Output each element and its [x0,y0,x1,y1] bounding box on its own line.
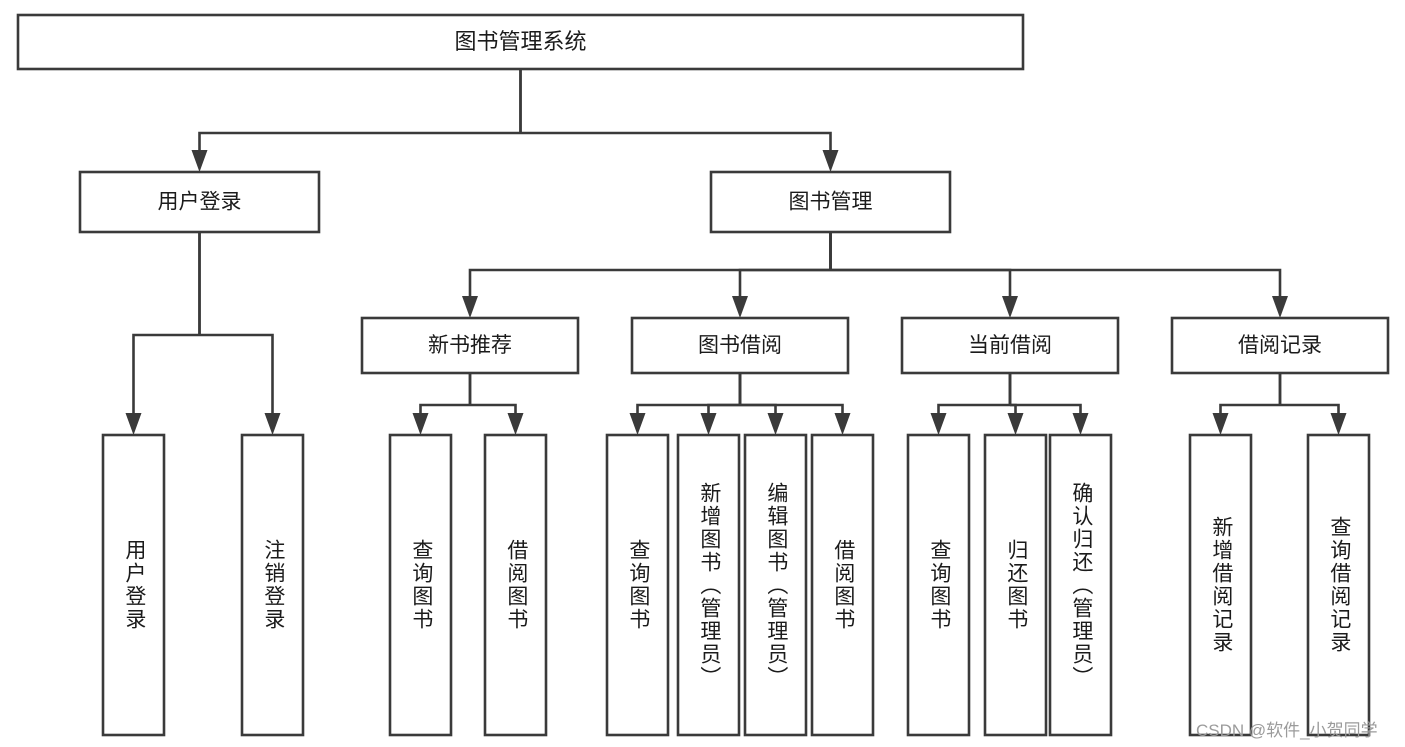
arrow-head-icon [264,413,281,435]
node-box-level3[interactable] [360,316,580,375]
node-box-leaf[interactable] [1188,433,1253,737]
connector-branch [198,131,521,150]
node-box-leaf[interactable] [676,433,741,737]
node-label-level2-1: 图书管理 [789,191,873,214]
arrow-head-icon [125,413,142,435]
node-box-leaf[interactable] [1306,433,1371,737]
arrow-head-icon [507,413,524,435]
node-label-level3-2: 当前借阅 [968,334,1052,357]
connector-branch [937,403,1010,413]
arrow-head-icon [732,296,748,318]
node-box-leaf[interactable] [388,433,453,737]
node-box-leaf[interactable] [810,433,875,737]
node-box-level3[interactable] [1170,316,1390,375]
connector-branch [1280,403,1340,413]
connector-branch [419,403,470,413]
node-box-leaf[interactable] [605,433,670,737]
node-box-leaf[interactable] [1048,433,1113,737]
node-box-level2[interactable] [78,170,321,234]
arrow-head-icon [822,150,839,172]
node-box-leaf[interactable] [483,433,548,737]
node-box-level2[interactable] [709,170,952,234]
node-label-level3-3: 借阅记录 [1238,334,1322,357]
connector-branch [1010,403,1082,413]
node-label-root: 图书管理系统 [454,29,586,54]
arrow-head-icon [930,413,947,435]
connector-branch [470,403,517,413]
arrow-head-icon [700,413,717,435]
connector-layer [125,69,1347,435]
node-box-leaf[interactable] [240,433,305,737]
connector-branch [738,268,831,296]
node-label-level3-0: 新书推荐 [428,334,512,357]
arrow-head-icon [412,413,429,435]
connector-branch [132,333,200,413]
node-label-level3-1: 图书借阅 [698,334,782,357]
arrow-head-icon [191,150,208,172]
node-box-leaf[interactable] [101,433,166,737]
connector-branch [199,333,274,413]
connector-branch [468,268,831,296]
node-box-leaf[interactable] [983,433,1048,737]
arrow-head-icon [767,413,784,435]
node-box-leaf[interactable] [906,433,971,737]
arrow-head-icon [1007,413,1024,435]
connector-branch [1219,403,1280,413]
node-label-level2-0: 用户登录 [158,191,242,214]
connector-branch [740,403,844,413]
node-box-leaf[interactable] [743,433,808,737]
connector-branch [707,403,740,413]
arrow-head-icon [834,413,851,435]
arrow-head-icon [1212,413,1229,435]
connector-branch [520,131,832,150]
arrow-head-icon [629,413,646,435]
node-box-level3[interactable] [630,316,850,375]
arrow-head-icon [1330,413,1347,435]
arrow-head-icon [1072,413,1089,435]
node-box-layer [16,13,1390,737]
arrow-head-icon [1002,296,1018,318]
connector-branch [830,268,1282,296]
node-box-level3[interactable] [900,316,1120,375]
node-box-root[interactable] [16,13,1025,71]
arrow-head-icon [1272,296,1288,318]
connector-branch [830,268,1012,296]
arrow-head-icon [462,296,478,318]
connector-branch [636,403,740,413]
